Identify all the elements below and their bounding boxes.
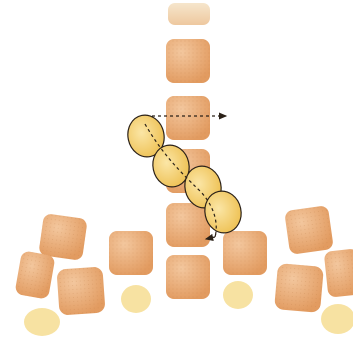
tile-right-3-dots: [274, 263, 324, 313]
tile-column-1: [168, 3, 210, 25]
oval-bottom-right-2: [321, 304, 353, 334]
tile-column-2-dots: [166, 39, 210, 83]
tile-right-4-dots: [324, 249, 353, 297]
tile-column-3-dots: [166, 96, 210, 140]
tile-right-1-dots: [223, 231, 267, 275]
lower-arrow: [204, 233, 216, 241]
oval-bottom-right-1: [223, 281, 253, 309]
tile-left-4-dots: [57, 267, 105, 315]
tile-column-5-dots: [166, 203, 210, 247]
oval-chain-1: [127, 114, 165, 158]
oval-bottom-left-1: [24, 308, 60, 336]
diagonal-dashed-path-overlay: [144, 123, 217, 238]
tile-left-2-dots: [109, 231, 153, 275]
tile-column-6-dots: [166, 255, 210, 299]
oval-bottom-left-2: [121, 285, 151, 313]
tile-right-2-dots: [285, 206, 333, 254]
oval-chain-2: [152, 144, 190, 188]
tile-left-3-dots: [15, 251, 55, 299]
tile-left-1-dots: [39, 214, 87, 260]
oval-chain-4: [204, 190, 242, 234]
